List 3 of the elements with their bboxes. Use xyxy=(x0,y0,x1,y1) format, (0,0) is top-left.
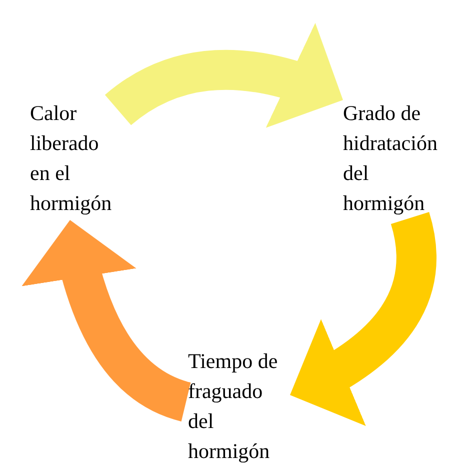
text-label: Grado de hidratación del hormigón xyxy=(343,98,448,218)
text-label: Tiempo de fraguado del hormigón xyxy=(188,346,288,466)
text-label: Calor liberado en el hormigón xyxy=(30,98,120,218)
